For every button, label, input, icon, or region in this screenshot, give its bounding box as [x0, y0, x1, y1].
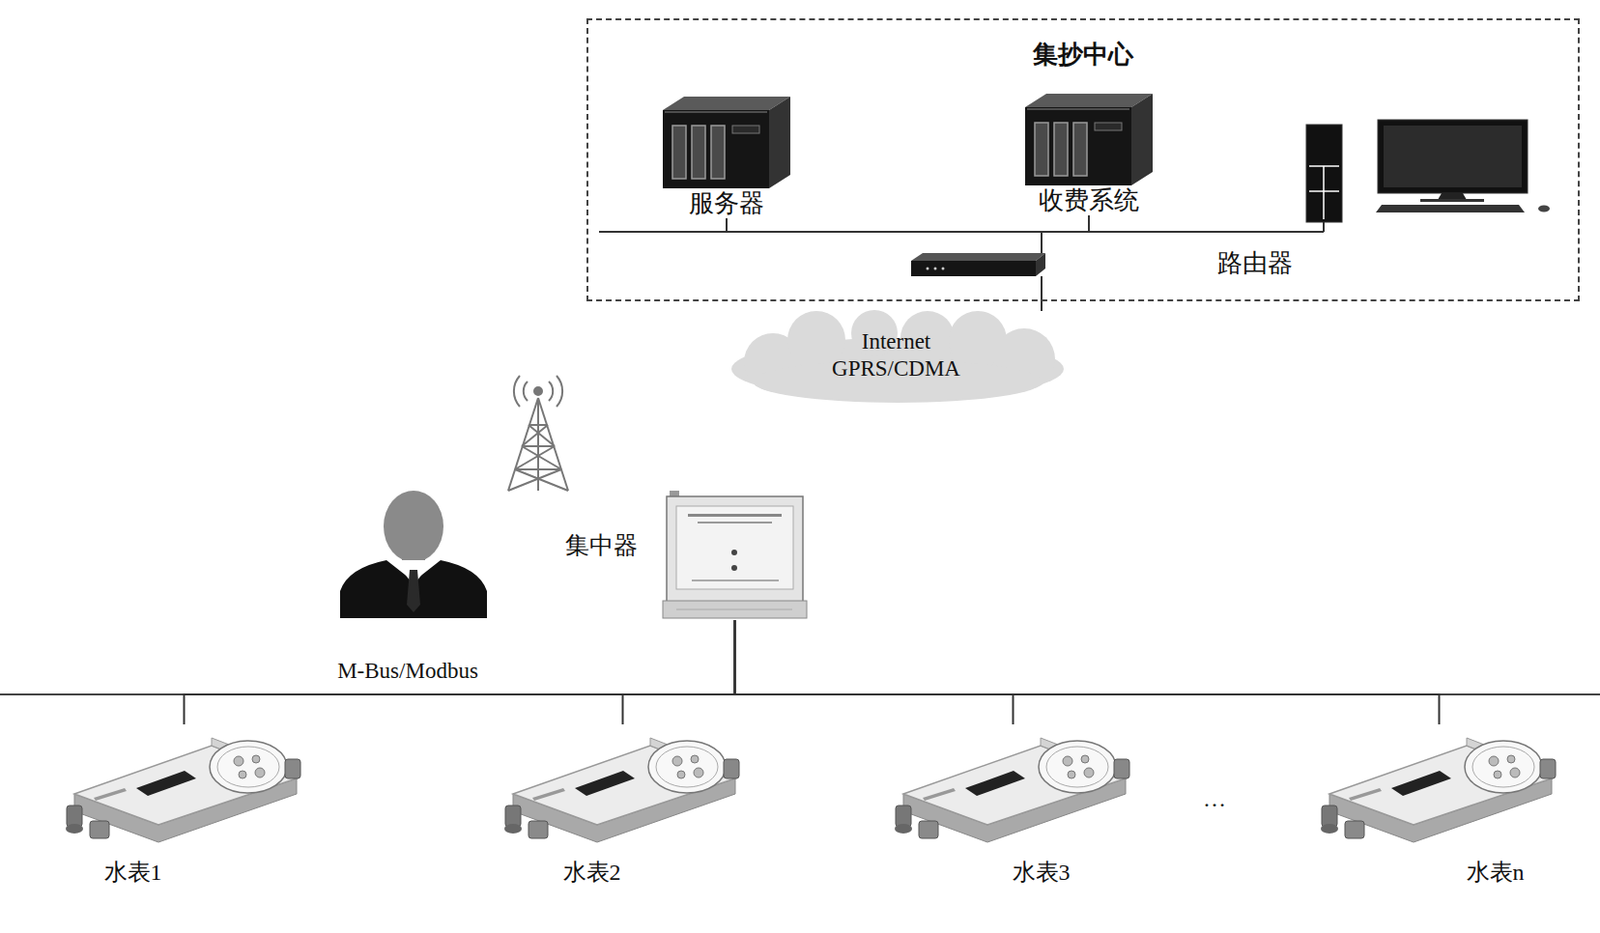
node-label: 集抄中心	[588, 39, 1578, 71]
node-label: 水表3	[1012, 858, 1071, 886]
network-cloud: Internet GPRS/CDMA	[726, 311, 1066, 403]
concentrator-node: 集中器	[666, 496, 803, 621]
radio-tower-icon	[528, 425, 555, 447]
concentrator-icon	[697, 521, 772, 524]
radio-tower-icon	[521, 425, 548, 447]
pc-icon	[1309, 190, 1340, 193]
router-icon	[911, 260, 1036, 277]
node-label: 水表n	[1466, 858, 1525, 886]
router-node: 路由器	[908, 253, 1175, 277]
concentrator-icon	[662, 490, 807, 619]
pc-icon	[1538, 205, 1550, 213]
node-label: 路由器	[1217, 249, 1293, 279]
concentrator-icon	[731, 549, 738, 556]
radio-tower-icon	[534, 387, 543, 396]
server-icon	[662, 96, 791, 189]
concentrator-icon	[669, 490, 680, 497]
concentrator-icon	[662, 600, 807, 619]
pc-icon	[1322, 166, 1325, 220]
person-icon	[406, 570, 421, 613]
bus-connector	[1041, 215, 1089, 254]
pc-icon	[1383, 125, 1522, 188]
water-meter-icon	[1320, 738, 1556, 843]
person-icon	[383, 490, 444, 563]
concentrator-icon	[691, 579, 779, 582]
concentrator-icon	[687, 514, 782, 517]
water-meter-node: 水表3	[895, 724, 1131, 848]
pc-icon	[1420, 199, 1485, 202]
pc-icon	[1306, 119, 1550, 223]
cloud-shape	[731, 310, 1064, 403]
pc-icon	[1437, 193, 1467, 200]
router-icon	[942, 267, 945, 271]
radio-tower-icon	[514, 469, 569, 491]
router-icon	[926, 267, 930, 271]
collection-center-region: 集抄中心服务器 收费系统路由器	[586, 18, 1580, 302]
radio-tower-icon	[521, 446, 562, 470]
radio-tower-icon	[508, 375, 569, 491]
bus-connector	[184, 620, 736, 725]
water-meter-node: 水表2	[505, 724, 741, 848]
bus-connector	[623, 620, 736, 725]
server-node: 服务器	[662, 96, 791, 219]
concentrator-icon	[676, 609, 793, 611]
billing-system-node: 收费系统	[1025, 93, 1153, 216]
radio-tower-icon	[537, 398, 540, 491]
node-label: 收费系统	[1025, 186, 1153, 216]
node-label: 水表2	[563, 858, 622, 886]
radio-tower-icon	[548, 381, 553, 401]
radio-tower-icon	[521, 445, 555, 448]
node-label: 服务器	[662, 189, 791, 219]
bus-connector	[735, 620, 1440, 725]
pc-icon	[1375, 204, 1525, 213]
water-meter-node: 水表n	[1321, 724, 1557, 848]
bus-connector	[1040, 276, 1043, 312]
radio-tower-icon	[508, 469, 562, 491]
person-icon	[340, 490, 487, 619]
concentrator-icon	[666, 496, 803, 603]
radio-tower-icon	[523, 381, 528, 401]
router-icon	[1035, 253, 1046, 277]
bus-label: M-Bus/Modbus	[337, 658, 479, 685]
router-icon	[911, 253, 1046, 277]
server-icon	[1025, 93, 1153, 186]
node-label: 水表1	[104, 858, 163, 886]
router-icon	[911, 253, 1046, 261]
node-label: Internet GPRS/CDMA	[814, 328, 979, 383]
water-meter-node: 水表1	[66, 724, 302, 848]
lan-line	[1322, 222, 1325, 232]
person-icon	[340, 560, 487, 619]
water-meter-icon	[504, 738, 740, 843]
radio-tower-icon	[514, 375, 520, 407]
radio-tower-icon	[528, 424, 548, 427]
bus-connector	[726, 218, 1042, 254]
concentrator-icon	[676, 506, 794, 590]
water-meter-icon	[65, 738, 301, 843]
pc-icon	[1377, 119, 1528, 194]
radio-tower-icon	[514, 446, 555, 470]
water-meter-icon	[894, 738, 1130, 843]
pc-icon	[1306, 124, 1343, 223]
concentrator-icon	[731, 565, 738, 572]
radio-tower-icon	[556, 375, 563, 407]
ellipsis-mark: …	[1202, 786, 1227, 813]
router-icon	[934, 267, 938, 271]
radio-tower-icon	[514, 468, 562, 471]
node-label: 集中器	[565, 531, 638, 561]
bus-connector	[735, 620, 1014, 725]
